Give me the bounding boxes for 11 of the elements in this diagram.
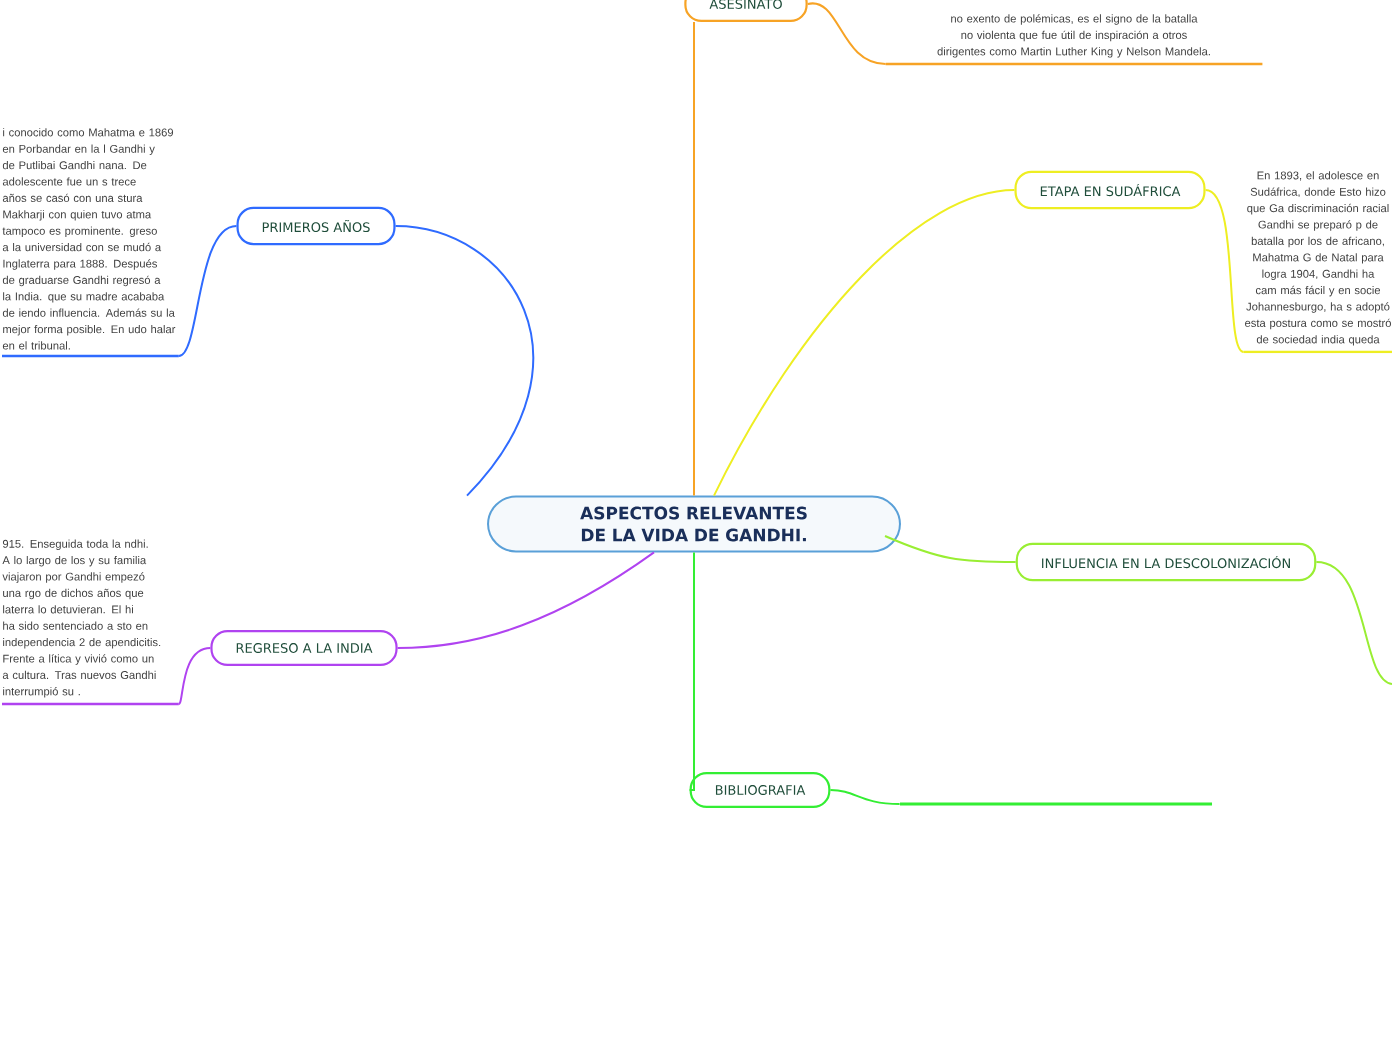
branch-line — [177, 225, 238, 357]
branch-line — [693, 21, 695, 497]
branch-line — [177, 647, 212, 705]
branch-line — [1204, 189, 1245, 353]
branch-line — [394, 225, 535, 497]
branch-line — [1315, 561, 1392, 685]
branch-line — [829, 789, 901, 805]
central-topic-box: ASPECTOS RELEVANTES DE LA VIDA DE GANDHI. — [487, 495, 901, 553]
branch-line — [806, 2, 887, 65]
branch-line — [688, 551, 695, 791]
underline-bar — [900, 802, 1212, 806]
